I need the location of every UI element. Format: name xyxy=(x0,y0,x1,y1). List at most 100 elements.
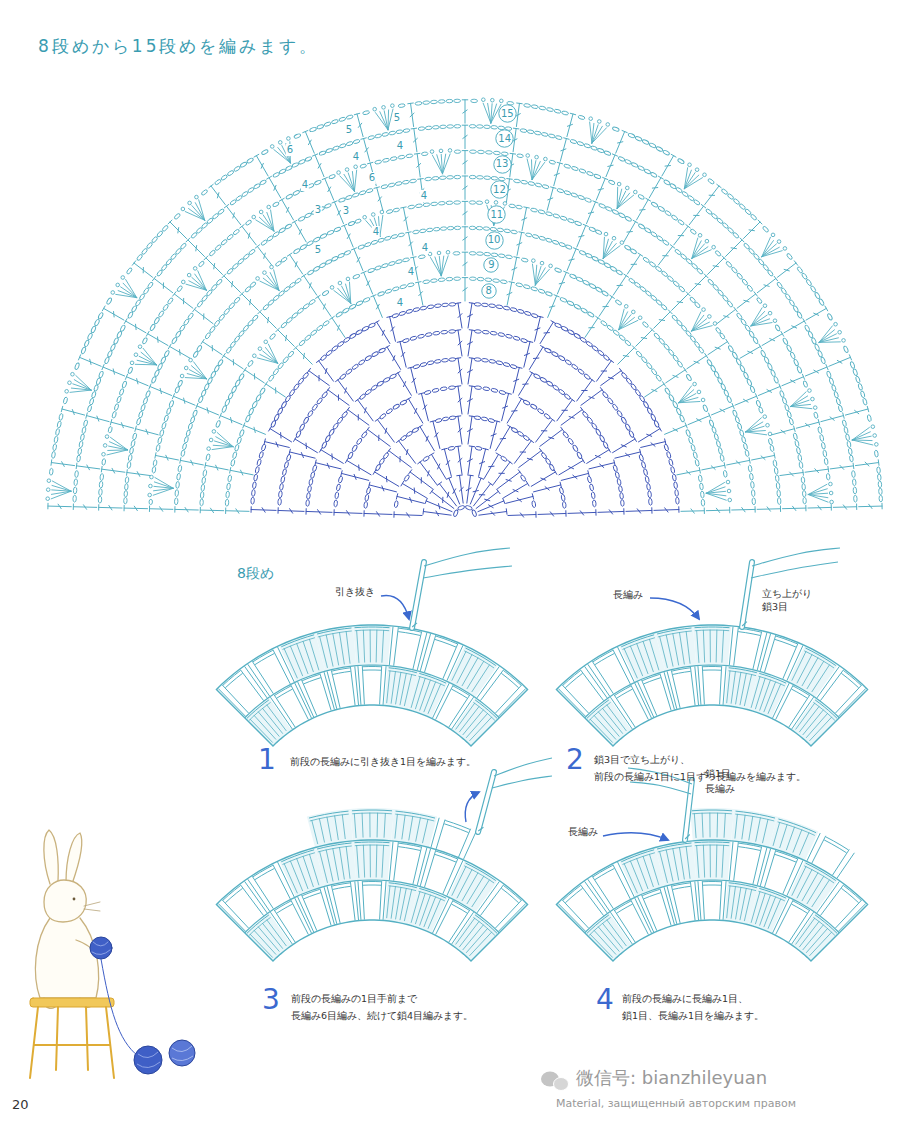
stitch-line xyxy=(462,99,468,100)
chain-stitch xyxy=(723,470,727,477)
stitch-line xyxy=(529,439,533,442)
chain-stitch xyxy=(108,426,113,433)
chain-stitch xyxy=(646,483,650,490)
stitch-line xyxy=(540,448,543,452)
chain-stitch xyxy=(517,309,524,314)
chain-stitch xyxy=(226,268,233,275)
stitch-line xyxy=(179,350,181,355)
stitch-line xyxy=(560,482,561,487)
chain-stitch xyxy=(453,509,459,517)
stitch-line xyxy=(596,178,605,200)
chain-stitch xyxy=(798,454,803,461)
stitch-line xyxy=(148,334,168,346)
chain-stitch xyxy=(532,500,537,507)
stitch-line xyxy=(462,201,468,202)
stitch-line xyxy=(212,345,213,350)
chain-stitch xyxy=(351,363,358,370)
stitch-line xyxy=(460,475,464,503)
stitch-line xyxy=(197,406,219,415)
stitch-line xyxy=(717,309,736,323)
stitch-line xyxy=(468,416,472,444)
stitch-line xyxy=(216,437,233,447)
stitch-line xyxy=(125,374,127,379)
stitch-line xyxy=(364,272,373,294)
rabbit-ear xyxy=(66,833,82,884)
stitch-line xyxy=(573,475,577,478)
chain-stitch xyxy=(642,257,650,264)
chain-stitch xyxy=(599,435,605,443)
stitch-line xyxy=(406,232,411,233)
stitch-line xyxy=(201,339,204,344)
chain-stitch xyxy=(720,383,726,390)
chain-stitch xyxy=(295,430,301,438)
stitch-line xyxy=(149,506,150,512)
chain-stitch xyxy=(796,447,801,454)
chain-stitch xyxy=(554,322,562,328)
chain-stitch xyxy=(849,455,853,462)
chain-stitch xyxy=(131,305,137,312)
stitch-line xyxy=(692,319,707,331)
chain-stitch xyxy=(648,498,652,505)
chain-stitch xyxy=(532,234,539,239)
chain-stitch xyxy=(281,401,287,408)
stitch-line xyxy=(191,460,193,465)
stitch-line xyxy=(484,454,498,478)
chain-stitch xyxy=(102,459,106,466)
chain-stitch xyxy=(215,420,221,428)
chain-stitch xyxy=(432,388,439,393)
chain-stitch xyxy=(169,400,175,408)
stitch-line xyxy=(367,162,372,163)
stitch-line xyxy=(412,378,416,382)
chain-stitch xyxy=(138,411,143,418)
stitch-line xyxy=(245,370,264,383)
chain-stitch xyxy=(406,431,413,437)
chain-stitch xyxy=(740,318,747,325)
stitch-line xyxy=(608,165,613,166)
stitch-line xyxy=(751,308,762,326)
chain-stitch xyxy=(646,362,653,369)
stitch-line xyxy=(319,361,334,381)
stitch-line xyxy=(264,382,267,387)
stitch-line xyxy=(881,503,882,509)
stitch-line xyxy=(756,394,758,399)
chain-stitch xyxy=(272,368,279,375)
stitch-line xyxy=(649,178,661,198)
chain-stitch xyxy=(789,418,794,425)
stitch-line xyxy=(295,222,307,242)
stitch-line xyxy=(51,460,53,466)
chain-stitch xyxy=(542,184,549,189)
chain-stitch xyxy=(585,253,592,259)
chain-stitch xyxy=(600,320,608,327)
stitch-line xyxy=(62,409,85,415)
chain-stitch xyxy=(786,253,793,260)
stitch-line xyxy=(212,447,233,450)
chain-stitch xyxy=(664,444,669,452)
stitch-line xyxy=(135,426,136,431)
chain-stitch xyxy=(604,150,611,156)
chain-stitch xyxy=(280,476,285,483)
chain-stitch xyxy=(384,236,391,241)
chain-stitch xyxy=(579,168,587,173)
stitch-line xyxy=(340,176,355,191)
chain-stitch xyxy=(756,400,761,407)
stitch-line xyxy=(590,378,595,381)
chain-stitch xyxy=(641,461,646,468)
stitch-line xyxy=(694,215,699,216)
stitch-line xyxy=(500,438,505,440)
chain-stitch xyxy=(639,395,646,402)
stitch-line xyxy=(261,163,263,168)
chain-stitch xyxy=(528,181,535,186)
stitch-line xyxy=(102,364,104,369)
chain-stitch xyxy=(337,341,344,348)
stitch-line xyxy=(316,295,321,298)
stitch-line xyxy=(466,488,471,491)
chain-stitch xyxy=(76,455,80,462)
stitch-line xyxy=(455,385,461,387)
chain-stitch xyxy=(348,221,355,226)
chain-stitch xyxy=(434,304,441,308)
chain-stitch xyxy=(73,487,77,494)
chain-stitch xyxy=(284,461,289,468)
chain-stitch xyxy=(723,389,729,396)
chain-stitch xyxy=(306,492,310,499)
chain-stitch xyxy=(448,446,455,451)
